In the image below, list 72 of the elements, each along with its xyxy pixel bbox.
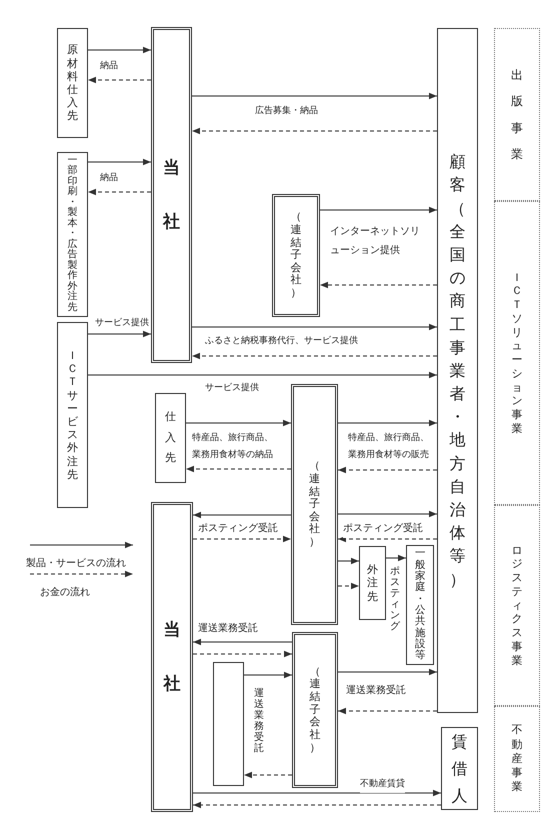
edge-label: ポスティング [390,566,400,632]
money-flow-arrow [192,802,442,808]
edge-label: 運送業務受託 [254,688,264,754]
company-box [291,384,338,625]
process-box [359,546,386,620]
flow-arrow [386,554,406,562]
flow-arrow [338,558,360,564]
flow-arrow [320,206,438,214]
business-segment-band [494,28,540,201]
node-label: 出版事業 [511,66,523,163]
flow-arrow [338,510,438,518]
money-flow-arrow [320,282,438,288]
node-label: ＩＣＴソリューション事業 [512,270,522,436]
node-label: ＩＣＴサービス外注先 [67,349,78,481]
flow-arrow [88,46,152,54]
flow-arrow [88,158,152,166]
money-flow-arrow [88,76,152,84]
node-label: ロジスティクス事業 [512,544,522,668]
node-label: 賃借人 [452,730,468,808]
money-flow-arrow [192,536,292,542]
legend-label: お金の流れ [40,586,90,599]
legend-label: 製品・サービスの流れ [26,556,126,570]
money-flow-arrow [192,650,292,658]
process-box [57,322,88,508]
box-shape [213,662,244,786]
node-label: 外注先 [367,563,378,603]
flow-arrow [192,92,438,100]
flow-arrow [192,790,442,796]
node-label: 当社 [164,618,180,696]
node-label: （連結子会社） [310,666,320,754]
flow-arrow [88,330,152,338]
money-flow-arrow [244,772,292,778]
process-box [437,28,478,713]
flow-arrow [338,420,438,426]
node-label: 原材料仕入先 [67,43,78,123]
money-flow-arrow [338,536,438,542]
node-label: 一部印刷・製本・広告製作外注先 [68,156,78,314]
money-flow-arrow [186,466,292,472]
process-box [406,545,434,665]
business-segment-band [494,706,540,812]
node-label: 顧客（全国の商工事業者・地方自治体等） [450,151,466,591]
node-label: （連結子会社） [309,460,320,549]
flow-arrow [186,420,292,426]
node-label: 不動産事業 [512,723,522,795]
business-segment-band [494,505,540,706]
process-box [155,393,186,483]
node-label: （連結子会社） [290,211,302,300]
flow-arrow [192,512,292,518]
business-segment-band [494,201,540,505]
company-box [151,502,193,812]
money-flow-arrow [192,352,438,360]
money-flow-arrow [338,466,438,474]
edge-label: 不動産賃貸 [360,776,405,794]
process-box [57,152,88,317]
node-label: 仕入先 [165,408,176,466]
node-label: 当社 [163,156,180,234]
flow-arrow [244,672,292,678]
company-box [272,194,320,317]
money-flow-arrow [338,708,438,714]
process-box [57,28,88,138]
money-flow-arrow [338,582,360,590]
node-label: 一般家庭・公共施設等 [414,548,426,662]
flow-arrow [88,372,438,378]
edge-label: サービス提供 [95,318,149,329]
money-flow-arrow [192,128,438,134]
flow-arrow [192,638,292,646]
company-box [292,632,338,788]
company-box [151,27,192,363]
flow-arrow [338,668,438,676]
money-flow-arrow [88,188,152,196]
flow-arrow [192,324,438,330]
process-box [441,727,478,810]
